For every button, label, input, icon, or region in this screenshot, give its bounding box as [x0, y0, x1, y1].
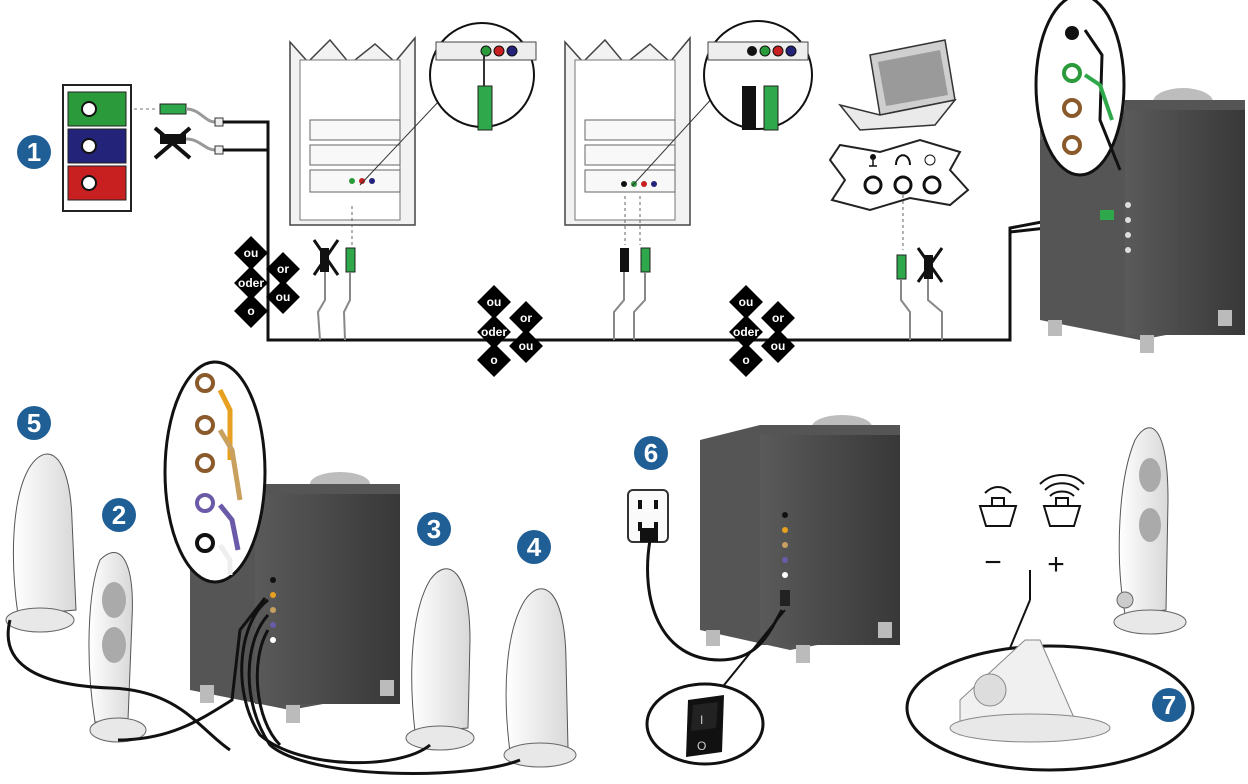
satellite-speaker-rear-right — [405, 568, 475, 751]
alt-word: or — [277, 262, 289, 276]
line-in-icon — [924, 154, 936, 166]
satellite-speaker-front-right — [503, 588, 577, 768]
step-number: 5 — [27, 408, 41, 438]
alternatives-cluster-2: ou oder or ou o — [477, 285, 543, 377]
subwoofer-bottom-left — [163, 360, 400, 723]
step-badge-6: 6 — [634, 436, 668, 470]
subwoofer-top — [1034, 0, 1245, 353]
headphones-icon — [895, 154, 911, 166]
step-badge-3: 3 — [417, 512, 451, 546]
satellite-speaker-front-left — [88, 552, 147, 743]
desktop-computer-1 — [289, 22, 537, 226]
alt-word: ou — [519, 339, 534, 353]
power-outlet-icon — [627, 489, 669, 543]
volume-minus-label: − — [984, 546, 1002, 579]
desktop-computer-2 — [564, 20, 813, 226]
satellite-speaker-rear-left — [5, 453, 77, 633]
microphone-icon — [869, 154, 877, 167]
plug-crossed — [153, 126, 216, 160]
subwoofer-power — [700, 415, 900, 663]
step-number: 6 — [644, 438, 658, 468]
step-number: 7 — [1162, 690, 1176, 720]
step-number: 1 — [27, 137, 41, 167]
satellite-speaker-control — [1113, 427, 1187, 635]
alt-word: or — [772, 311, 784, 325]
step-number: 4 — [527, 532, 542, 562]
alternatives-cluster-1: ou oder or ou o — [234, 236, 300, 328]
alternatives-cluster-3: ou oder or ou o — [729, 285, 795, 377]
audio-jack-panel — [62, 84, 132, 212]
step-badge-2: 2 — [102, 498, 136, 532]
alt-word: o — [247, 304, 254, 318]
svg-text:O: O — [697, 739, 706, 753]
main-cable — [223, 120, 1106, 342]
plug-group-3 — [896, 195, 944, 340]
step-badge-5: 5 — [17, 406, 51, 440]
alt-word: ou — [244, 246, 259, 260]
soundcard-jack-strip — [828, 138, 970, 212]
step-number: 2 — [112, 500, 126, 530]
step-badge-4: 4 — [517, 530, 551, 564]
volume-knob-closeup — [905, 639, 1195, 772]
step-1-panel: 1 — [17, 84, 224, 212]
alt-word: o — [742, 353, 749, 367]
step-number: 3 — [427, 514, 441, 544]
power-cord — [646, 539, 784, 662]
volume-plus-label: + — [1047, 548, 1065, 581]
plug-green — [134, 103, 216, 124]
alt-word: o — [490, 353, 497, 367]
alt-word: ou — [771, 339, 786, 353]
alt-word: ou — [276, 290, 291, 304]
alt-word: ou — [487, 295, 502, 309]
step-badge-1: 1 — [17, 135, 51, 169]
alt-word: oder — [238, 276, 264, 290]
speaker-icon-quiet — [978, 486, 1018, 527]
alt-word: oder — [733, 325, 759, 339]
step-badge-7: 7 — [1152, 688, 1186, 722]
alt-word: ou — [739, 295, 754, 309]
laptop-computer — [838, 39, 957, 131]
speaker-cables — [6, 597, 521, 775]
power-switch-icon: I O — [645, 682, 765, 766]
speaker-icon-loud — [1039, 474, 1085, 527]
alt-word: or — [520, 311, 532, 325]
plug-group-2 — [613, 196, 651, 340]
svg-text:I: I — [700, 713, 703, 727]
plug-group-1 — [312, 206, 356, 341]
alt-word: oder — [481, 325, 507, 339]
